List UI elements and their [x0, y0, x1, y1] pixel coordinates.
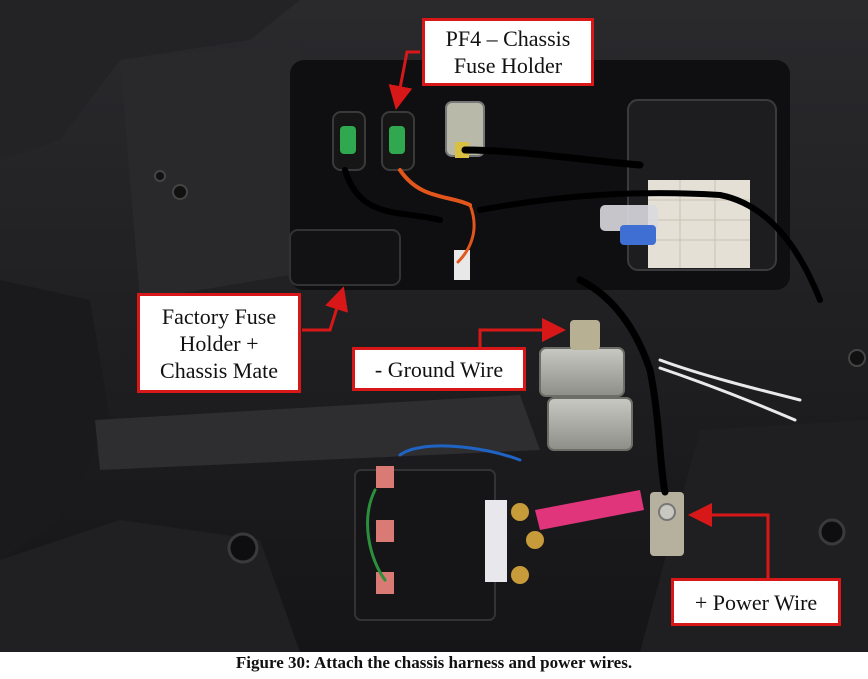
engine-bay-photo — [0, 0, 868, 652]
factory-fuse-holder-callout: Factory Fuse Holder + Chassis Mate — [137, 293, 301, 393]
power-wire-callout: + Power Wire — [671, 578, 841, 626]
figure-caption: Figure 30: Attach the chassis harness an… — [235, 653, 633, 672]
ground-wire-callout: - Ground Wire — [352, 347, 526, 391]
pf4-chassis-fuse-holder-callout: PF4 – Chassis Fuse Holder — [422, 18, 594, 86]
